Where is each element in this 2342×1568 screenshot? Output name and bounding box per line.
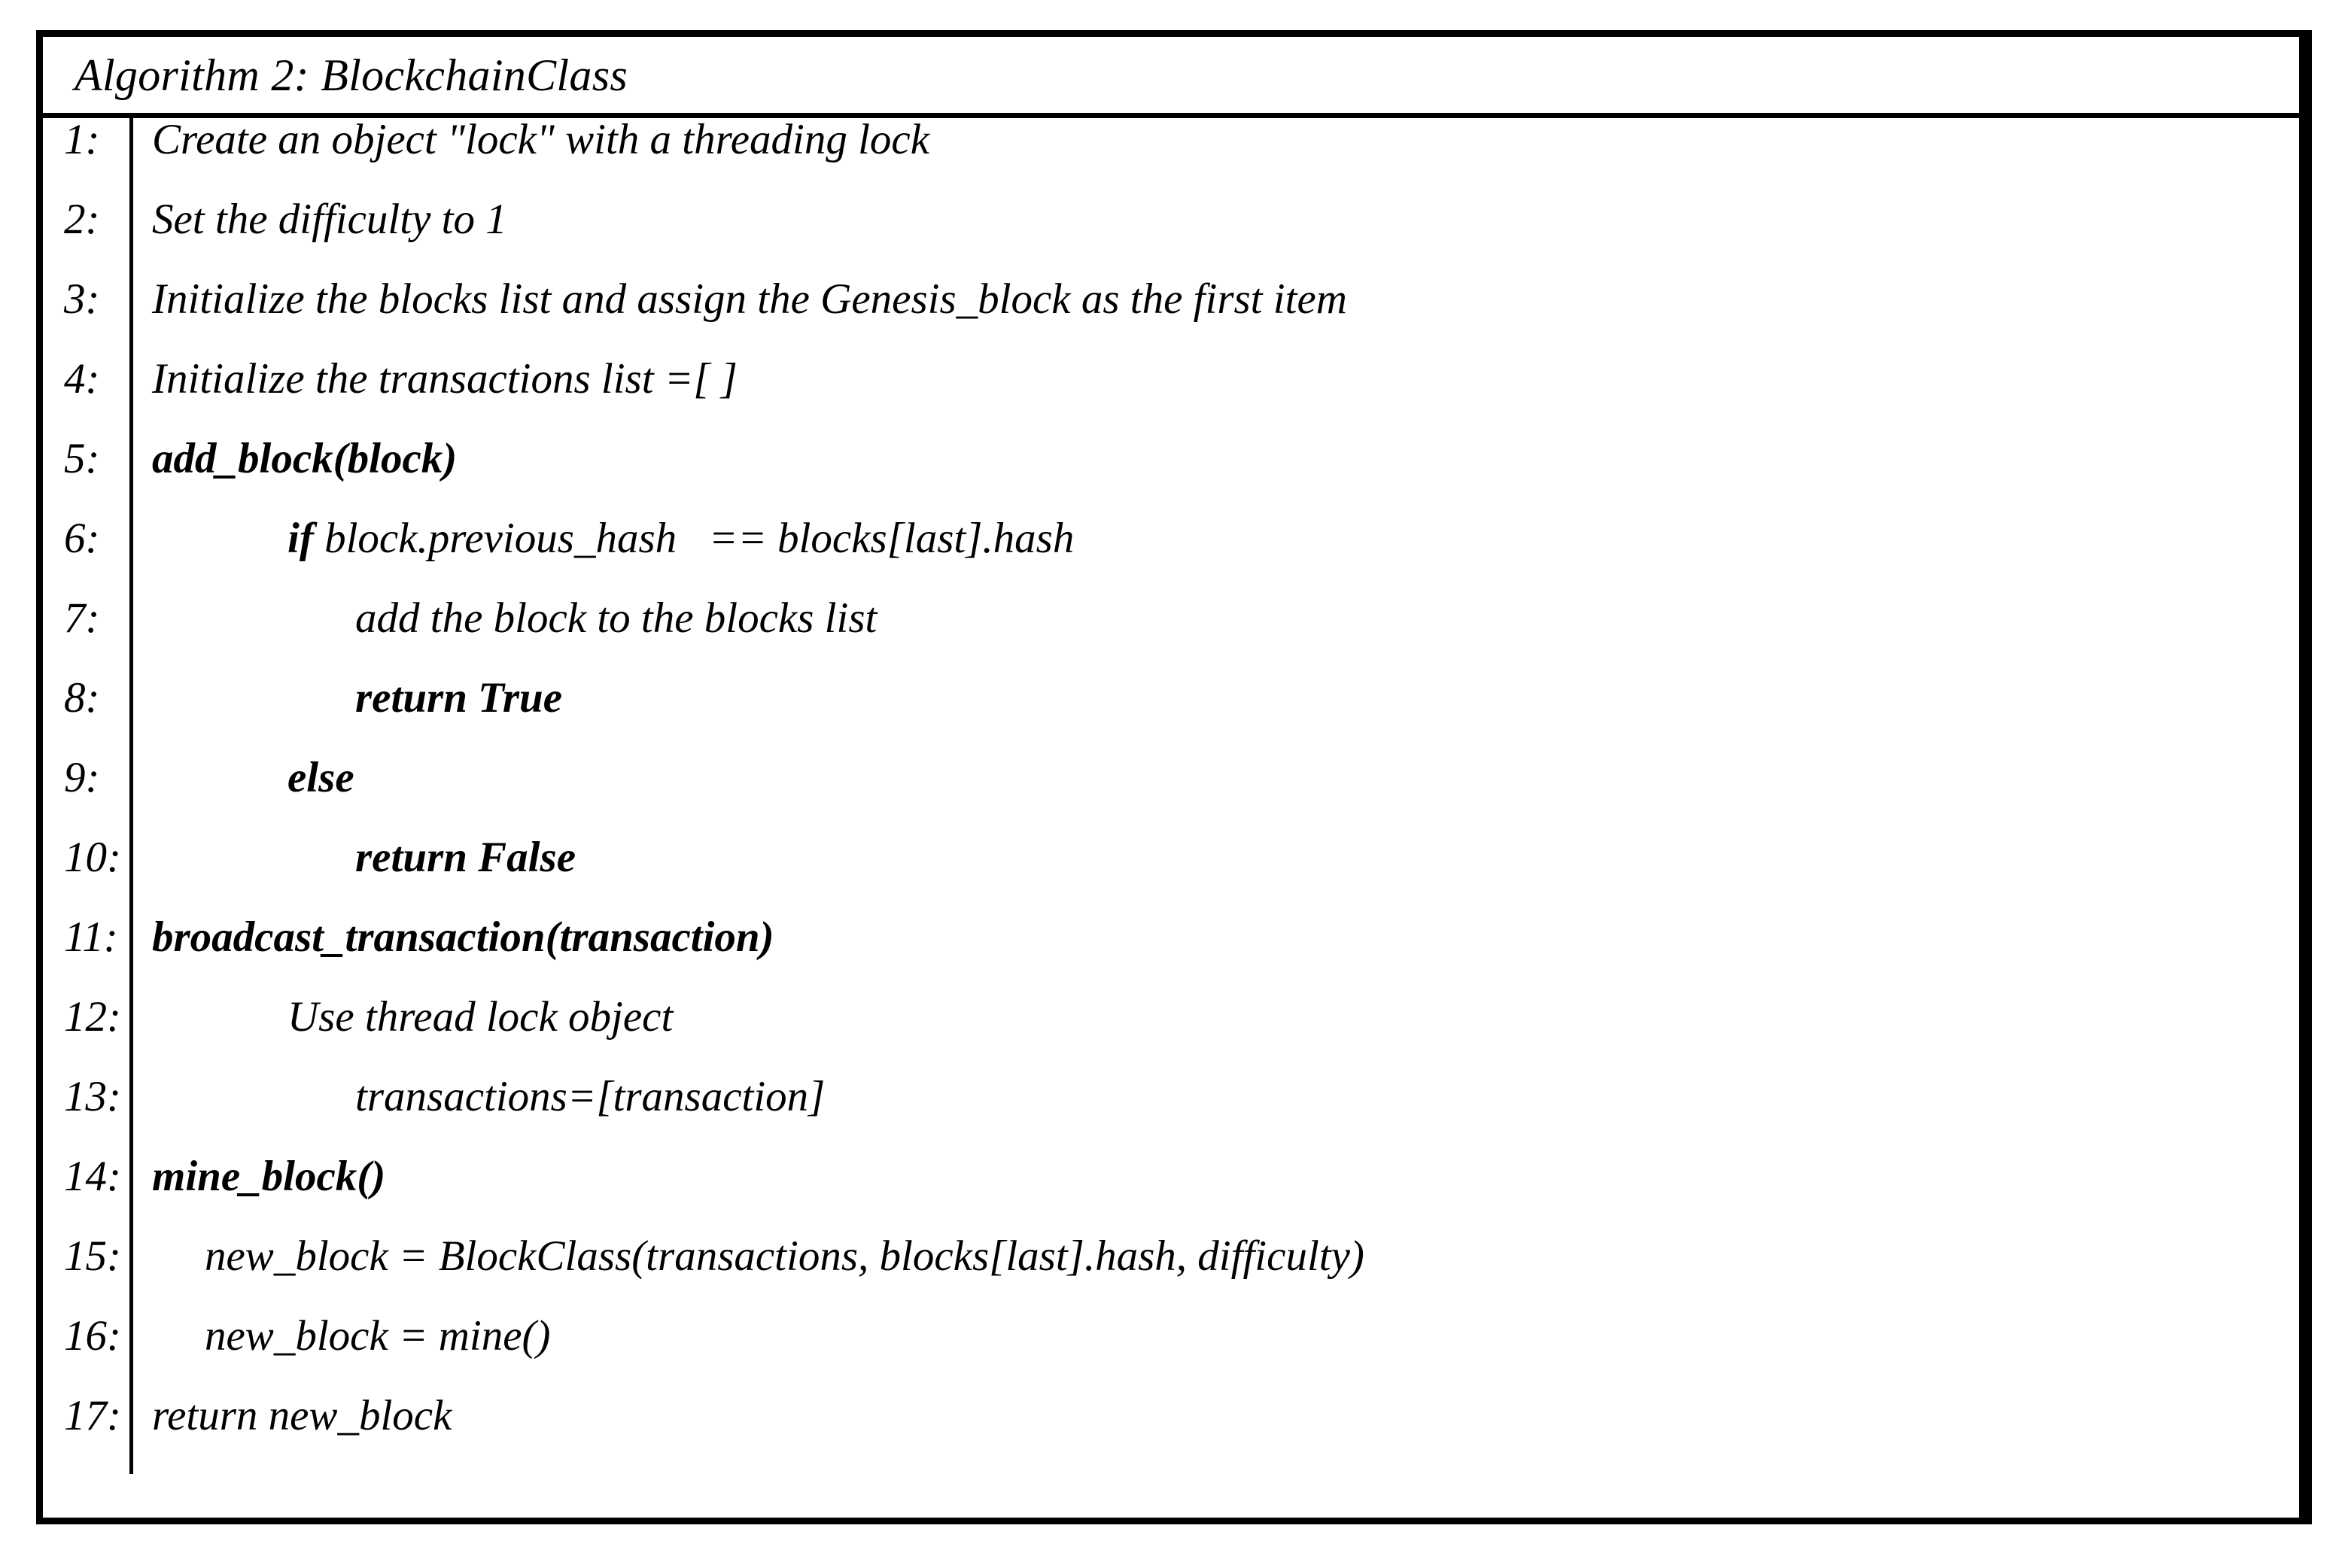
step-number: 11: [64, 913, 118, 961]
algorithm-step-row: 1: Create an object "lock" with a threadi… [43, 118, 2299, 198]
algorithm-step-row: 13: transactions=[transaction] [43, 1075, 2299, 1155]
algorithm-step-row: 3: Initialize the blocks list and assign … [43, 278, 2299, 357]
algorithm-block: Algorithm 2: BlockchainClass 1: Create an… [36, 30, 2312, 1524]
step-text: Initialize the transactions list =[ ] [152, 355, 738, 403]
algorithm-step-row: 9: else [43, 756, 2299, 836]
step-number: 3: [64, 275, 100, 323]
step-number: 12: [64, 993, 121, 1041]
step-number: 5: [64, 435, 100, 482]
step-number: 17: [64, 1392, 121, 1439]
algorithm-step-row: 11: broadcast_transaction(transaction) [43, 916, 2299, 995]
step-keyword: if [287, 515, 314, 562]
algorithm-header: Algorithm 2: BlockchainClass [43, 37, 2299, 118]
algorithm-step-row: 17: return new_block [43, 1394, 2299, 1474]
step-text: return False [355, 834, 576, 881]
step-number: 8: [64, 674, 100, 722]
line-number-divider [129, 118, 133, 1474]
step-number: 16: [64, 1312, 121, 1360]
step-text: Set the difficulty to 1 [152, 196, 507, 243]
algorithm-title: Algorithm 2: BlockchainClass [75, 50, 628, 100]
step-text: broadcast_transaction(transaction) [152, 913, 774, 961]
step-text: Create an object "lock" with a threading… [152, 116, 930, 163]
step-text: else [287, 754, 354, 801]
step-number: 2: [64, 196, 100, 243]
algorithm-step-row: 6: if block.previous_hash == blocks[last]… [43, 517, 2299, 597]
step-number: 14: [64, 1153, 121, 1200]
algorithm-steps-list: 1: Create an object "lock" with a threadi… [43, 118, 2299, 1474]
step-body: block.previous_hash == blocks[last].hash [313, 515, 1075, 562]
step-number: 9: [64, 754, 100, 801]
step-number: 13: [64, 1073, 121, 1120]
step-text: new_block = mine() [205, 1312, 551, 1360]
step-text: return new_block [152, 1392, 452, 1439]
step-text: mine_block() [152, 1153, 386, 1200]
algorithm-step-row: 15: new_block = BlockClass(transactions, … [43, 1235, 2299, 1314]
step-text: Use thread lock object [287, 993, 674, 1041]
step-number: 15: [64, 1232, 121, 1280]
algorithm-step-row: 14: mine_block() [43, 1155, 2299, 1235]
step-text: Initialize the blocks list and assign th… [152, 275, 1347, 323]
step-text: transactions=[transaction] [355, 1073, 826, 1120]
step-text: new_block = BlockClass(transactions, blo… [205, 1232, 1364, 1280]
step-text: add_block(block) [152, 435, 458, 482]
algorithm-step-row: 8: return True [43, 676, 2299, 756]
algorithm-step-row: 2: Set the difficulty to 1 [43, 198, 2299, 278]
step-text: return True [355, 674, 563, 722]
algorithm-step-row: 4: Initialize the transactions list =[ ] [43, 357, 2299, 437]
algorithm-step-row: 16: new_block = mine() [43, 1314, 2299, 1394]
algorithm-step-row: 7: add the block to the blocks list [43, 597, 2299, 676]
step-number: 6: [64, 515, 100, 562]
step-number: 7: [64, 594, 100, 642]
step-text: add the block to the blocks list [355, 594, 877, 642]
algorithm-step-row: 10: return False [43, 836, 2299, 916]
step-number: 10: [64, 834, 121, 881]
algorithm-step-row: 12: Use thread lock object [43, 995, 2299, 1075]
step-text: if block.previous_hash == blocks[last].h… [129, 517, 2299, 560]
step-number: 4: [64, 355, 100, 403]
step-number: 1: [64, 116, 100, 163]
algorithm-step-row: 5: add_block(block) [43, 437, 2299, 517]
